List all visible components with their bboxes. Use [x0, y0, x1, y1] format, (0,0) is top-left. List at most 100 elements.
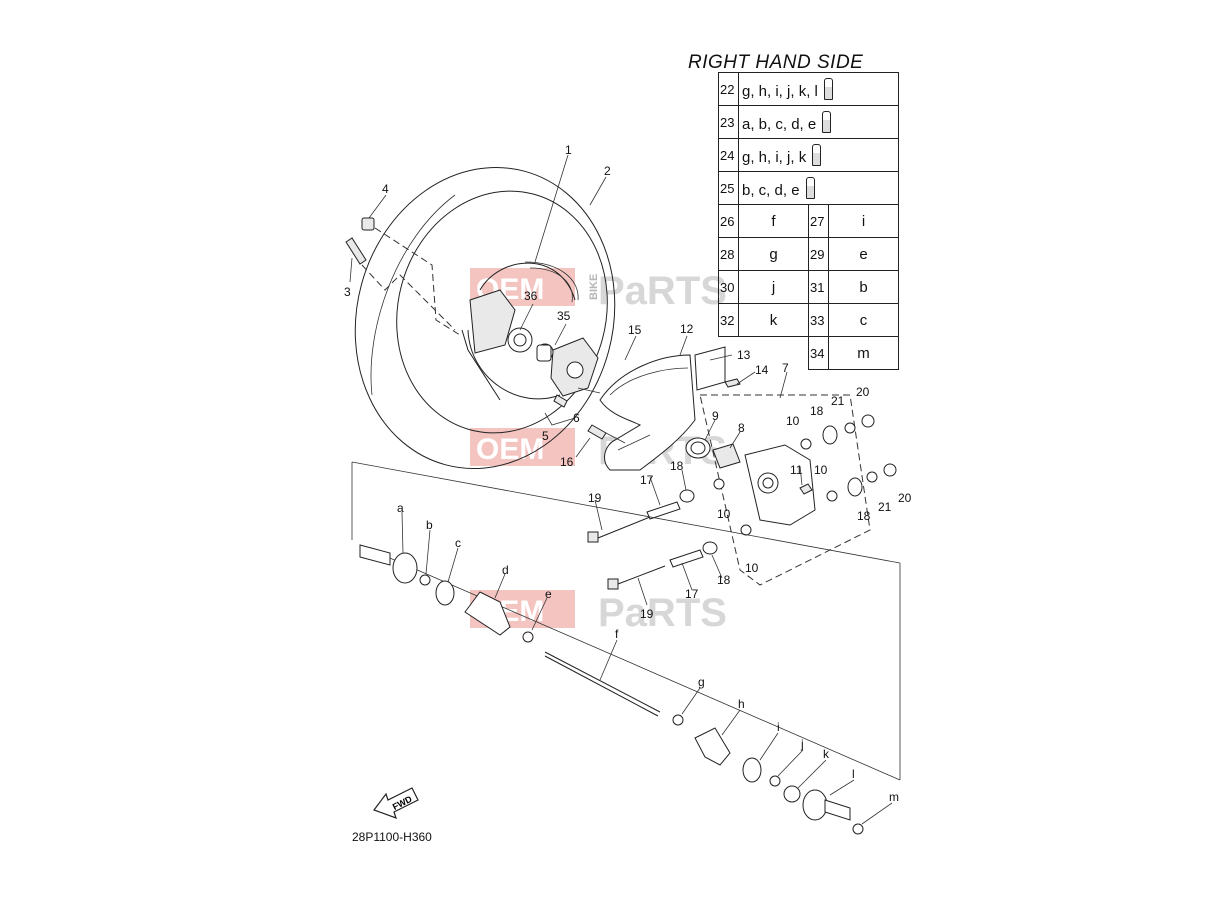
row-value: b: [828, 270, 899, 304]
callout-11: 11: [790, 463, 803, 477]
disc-bolt: [587, 424, 626, 444]
callout-18c: 18: [857, 509, 871, 523]
diagram-code: 28P1100-H360: [352, 830, 432, 844]
bearing: [712, 443, 741, 469]
boot-h: [694, 727, 731, 766]
row-value: m: [828, 336, 899, 370]
callout-5: 5: [542, 429, 549, 443]
row-parts: g, h, i, j, k, l: [742, 83, 818, 100]
table-row: 22 g, h, i, j, k, l: [718, 72, 899, 106]
band-e: [522, 631, 534, 643]
callout-k: k: [823, 747, 830, 761]
table-row: 26 f 27 i: [718, 204, 899, 238]
wheel-rim: [461, 261, 579, 401]
hub-bolt: [553, 394, 568, 408]
hub: [536, 337, 599, 397]
row-number: 34: [808, 336, 829, 370]
callout-17b: 17: [685, 587, 699, 601]
washers-nuts: [844, 414, 897, 483]
row-number: 25: [718, 171, 739, 205]
callout-3: 3: [344, 285, 351, 299]
kit-table: 22 g, h, i, j, k, l 23 a, b, c, d, e 24 …: [718, 72, 899, 370]
valve-cap-icon: [823, 78, 833, 100]
callout-i: i: [777, 720, 780, 734]
table-row: 24 g, h, i, j, k: [718, 138, 899, 172]
band-i: [742, 757, 762, 783]
watermark-bike: BIKE: [588, 274, 600, 300]
callout-6: 6: [573, 411, 580, 425]
row-number: 28: [718, 237, 739, 271]
callout-18d: 18: [717, 573, 731, 587]
table-row: 34 m: [719, 336, 899, 370]
cv-joint-outer: [359, 544, 418, 584]
callout-8: 8: [738, 421, 745, 435]
callout-1: 1: [565, 143, 572, 157]
table-row: 30 j 31 b: [718, 270, 899, 304]
callout-c: c: [455, 536, 461, 550]
row-number: 32: [718, 303, 739, 337]
callout-10c: 10: [717, 507, 731, 521]
row-number: 29: [808, 237, 829, 271]
callout-4: 4: [382, 182, 389, 196]
table-row: 23 a, b, c, d, e: [718, 105, 899, 139]
row-number: 30: [718, 270, 739, 304]
table-title: RIGHT HAND SIDE: [688, 52, 864, 73]
callout-20b: 20: [898, 491, 912, 505]
callout-2: 2: [604, 164, 611, 178]
callout-19a: 19: [588, 491, 602, 505]
callout-m: m: [889, 790, 899, 804]
seal: [685, 437, 711, 459]
fwd-arrow-icon: FWD: [373, 787, 419, 819]
callout-l: l: [852, 767, 855, 781]
callout-b: b: [426, 518, 433, 532]
callout-a: a: [397, 501, 404, 515]
row-number: 31: [808, 270, 829, 304]
leader-lines: [349, 154, 893, 825]
watermark-oem: OEM: [476, 433, 544, 466]
callout-f: f: [615, 627, 619, 641]
callout-12: 12: [680, 322, 694, 336]
row-number: 23: [718, 105, 739, 139]
callout-17a: 17: [640, 473, 654, 487]
row-parts: b, c, d, e: [742, 182, 800, 199]
callout-d: d: [502, 563, 509, 577]
row-number: 22: [718, 72, 739, 106]
knuckle: [744, 444, 816, 526]
callout-21b: 21: [878, 500, 892, 514]
row-value: g: [738, 237, 809, 271]
row-value: i: [828, 204, 899, 238]
callout-9: 9: [712, 409, 719, 423]
callout-e: e: [545, 587, 552, 601]
callout-h: h: [738, 697, 745, 711]
band-g: [672, 714, 684, 726]
tire: [354, 166, 616, 470]
boot-d: [464, 591, 511, 636]
table-row: 25 b, c, d, e: [718, 171, 899, 205]
callout-19b: 19: [640, 607, 654, 621]
callout-36: 36: [524, 289, 538, 303]
row-number: 24: [718, 138, 739, 172]
ball-joint-bushes: [713, 438, 838, 536]
callout-g: g: [698, 675, 705, 689]
callout-18b: 18: [670, 459, 684, 473]
row-number: 27: [808, 204, 829, 238]
circlip-j: [769, 775, 781, 787]
callout-j: j: [800, 737, 804, 751]
band-c: [435, 580, 455, 606]
callout-21a: 21: [831, 394, 845, 408]
circlip-b: [419, 574, 431, 586]
row-value: e: [828, 237, 899, 271]
valve-stem: [345, 237, 367, 265]
callout-18a: 18: [810, 404, 824, 418]
callout-35: 35: [557, 309, 571, 323]
watermark-parts: PaRTS: [598, 269, 727, 313]
table-row: 28 g 29 e: [718, 237, 899, 271]
callout-10d: 10: [745, 561, 759, 575]
dust-covers: [679, 425, 863, 555]
row-value: c: [828, 303, 899, 337]
valve-cap-icon: [822, 111, 832, 133]
ring-k: [783, 785, 801, 803]
callout-15: 15: [628, 323, 642, 337]
watermark-parts: PaRTS: [598, 591, 727, 635]
row-value: k: [738, 303, 809, 337]
